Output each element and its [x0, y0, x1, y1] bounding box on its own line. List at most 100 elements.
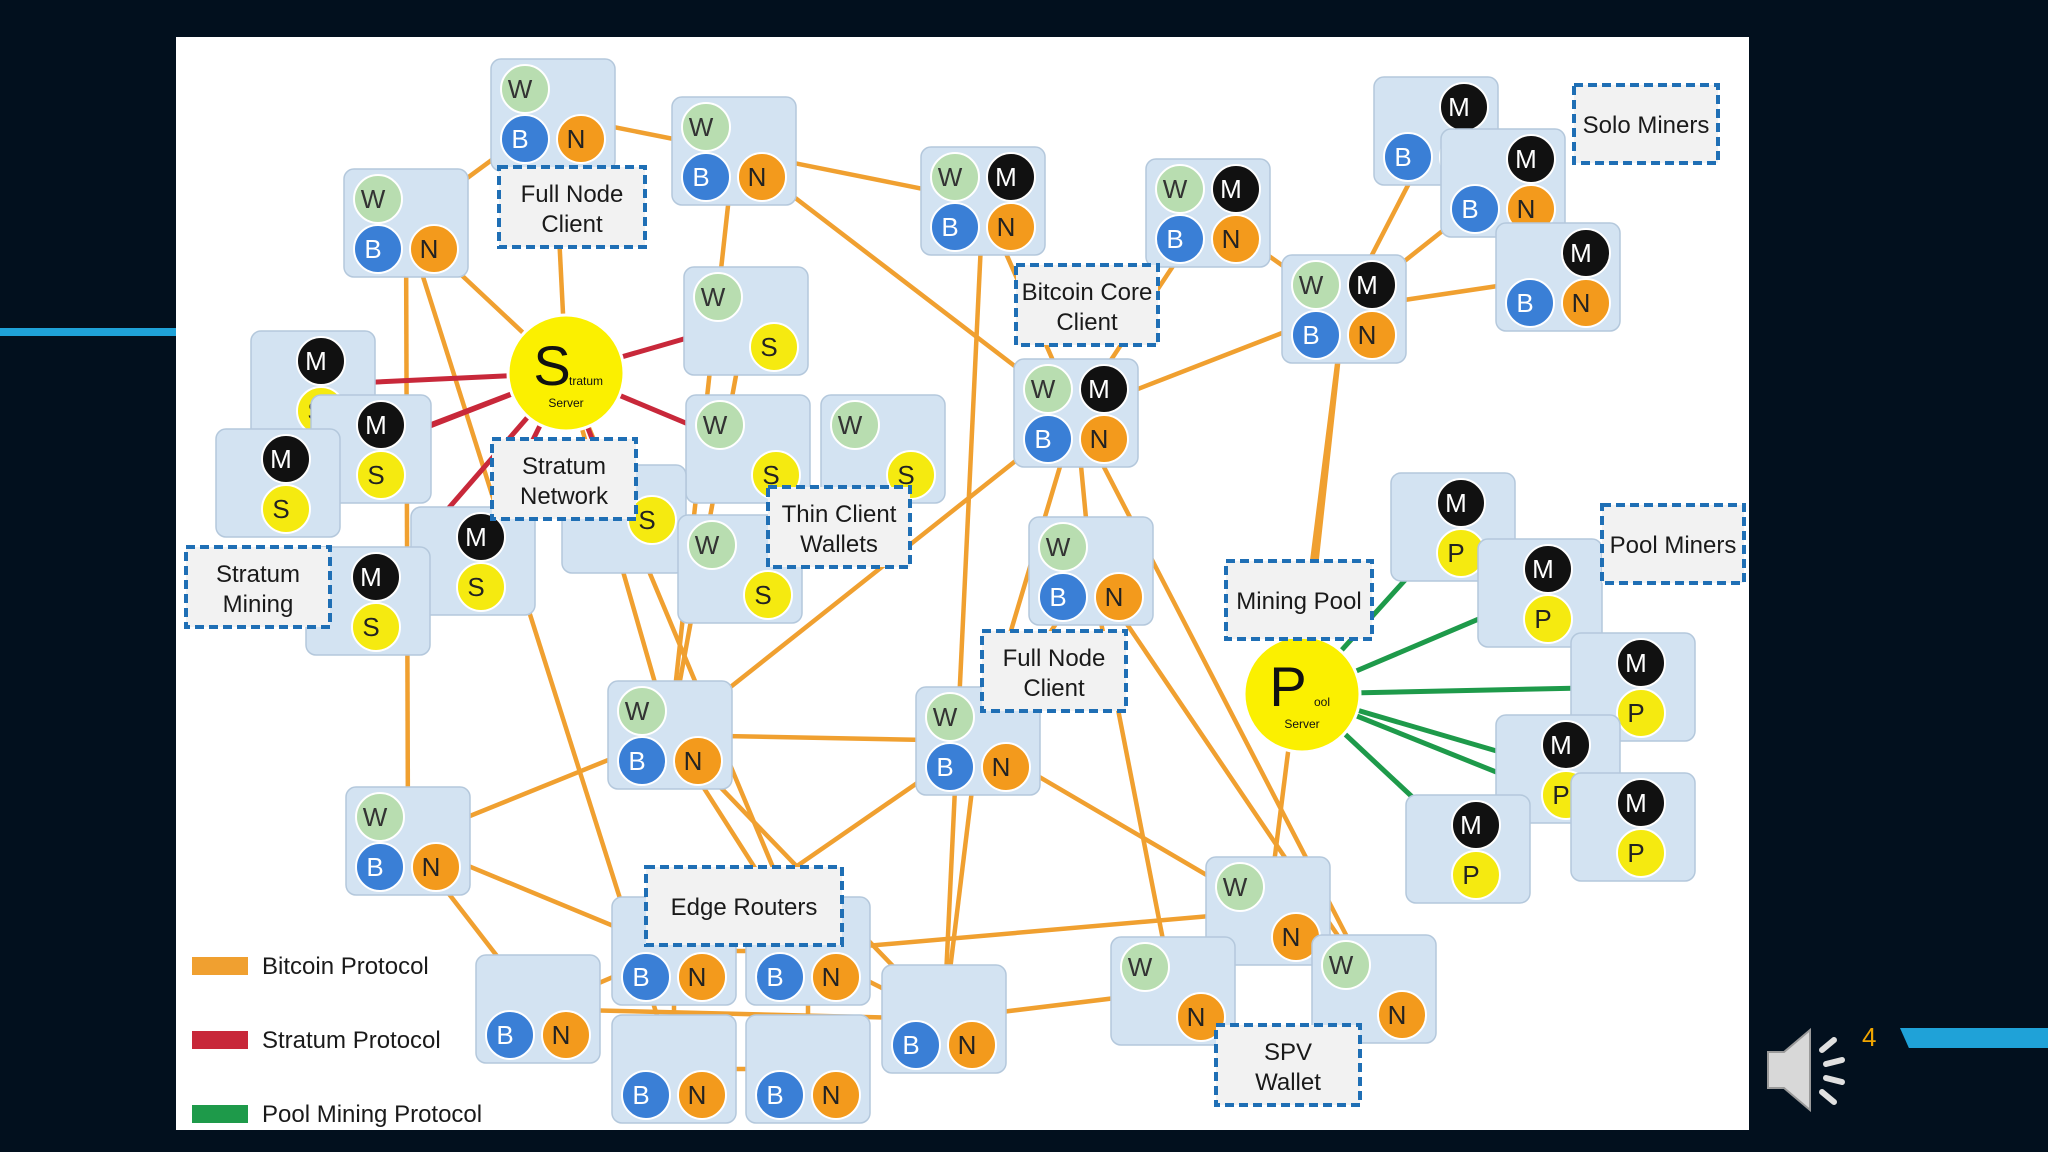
network-node: WS [820, 394, 946, 504]
right-accent-bar [1900, 1028, 2048, 1048]
blockchain-badge [755, 952, 805, 1002]
wallet-badge-letter: W [703, 410, 728, 440]
pool-badge-letter: P [1534, 604, 1551, 634]
speaker-icon[interactable] [1764, 1020, 1874, 1120]
blockchain-badge [500, 114, 550, 164]
miner-badge [1561, 228, 1611, 278]
wallet-badge [925, 692, 975, 742]
blockchain-badge-letter: B [511, 124, 528, 154]
pool-badge-letter: P [1627, 698, 1644, 728]
wallet-badge-letter: W [1128, 952, 1153, 982]
network-badge [411, 842, 461, 892]
label-edge-routers: Edge Routers [644, 865, 844, 947]
stratum-badge-letter: S [754, 580, 771, 610]
miner-badge [1451, 800, 1501, 850]
stratum-badge [351, 602, 401, 652]
wallet-badge [693, 272, 743, 322]
label-box [497, 165, 647, 249]
label-text: Mining Pool [1236, 588, 1361, 615]
network-badge-letter: N [997, 212, 1016, 242]
legend-label-stratum: Stratum Protocol [262, 1027, 441, 1054]
miner-badge [1211, 164, 1261, 214]
wallet-badge [355, 792, 405, 842]
label-text: Stratum [522, 453, 606, 480]
legend-label-pool: Pool Mining Protocol [262, 1101, 482, 1128]
network-node: MS [305, 546, 431, 656]
blockchain-badge-letter: B [766, 1080, 783, 1110]
network-badge-letter: N [420, 234, 439, 264]
network-badge [1561, 278, 1611, 328]
nodes: WBNWBNWBNWMBNWMBNMBNMBNMBNWMBNWSWMBNMSMS… [215, 58, 1696, 1124]
stratum-server-letter: S [533, 334, 570, 397]
wallet-badge [617, 686, 667, 736]
bitcoin-protocol-link [941, 200, 986, 1020]
network-node: WN [1110, 936, 1236, 1046]
label-solo-miners: Solo Miners [1572, 83, 1720, 165]
wallet-badge-letter: W [625, 696, 650, 726]
miner-badge-letter: M [465, 522, 487, 552]
network-badge [986, 202, 1036, 252]
network-badge-letter: N [1358, 320, 1377, 350]
stratum-badge-letter: S [762, 460, 779, 490]
stratum-badge [743, 570, 793, 620]
wallet-badge-letter: W [838, 410, 863, 440]
blockchain-badge-letter: B [364, 234, 381, 264]
wallet-badge [1291, 260, 1341, 310]
blockchain-badge-letter: B [1166, 224, 1183, 254]
pool-badge [1523, 594, 1573, 644]
blockchain-badge [621, 1070, 671, 1120]
network-node: MS [310, 394, 432, 504]
wallet-badge [830, 400, 880, 450]
network-badge-letter: N [552, 1020, 571, 1050]
network-badge-letter: N [688, 1080, 707, 1110]
wallet-badge [500, 64, 550, 114]
bitcoin-protocol-link [668, 411, 1078, 737]
blockchain-badge [1038, 572, 1088, 622]
pool-badge-letter: P [1627, 838, 1644, 868]
network-badge-letter: N [1105, 582, 1124, 612]
network-badge [677, 952, 727, 1002]
network-badge-letter: N [688, 962, 707, 992]
label-text: Edge Routers [671, 894, 818, 921]
blockchain-badge-letter: B [936, 752, 953, 782]
miner-badge [1616, 638, 1666, 688]
network-node: MP [1570, 772, 1696, 882]
blockchain-badge [1023, 414, 1073, 464]
miner-badge-letter: M [365, 410, 387, 440]
wallet-badge-letter: W [938, 162, 963, 192]
label-box [490, 437, 638, 521]
label-box [644, 865, 844, 947]
miner-badge [296, 336, 346, 386]
miner-badge [1541, 720, 1591, 770]
label-box [1214, 1023, 1362, 1107]
left-accent-bar [0, 328, 176, 336]
miner-badge-letter: M [1445, 488, 1467, 518]
network-node: MP [1570, 632, 1696, 742]
miner-badge [351, 552, 401, 602]
legend-swatch-pool [192, 1105, 248, 1123]
blockchain-badge-letter: B [941, 212, 958, 242]
network-badge-letter: N [422, 852, 441, 882]
legend-label-bitcoin: Bitcoin Protocol [262, 953, 429, 980]
blockchain-badge-letter: B [692, 162, 709, 192]
label-box [980, 629, 1128, 713]
blockchain-badge-letter: B [496, 1020, 513, 1050]
miner-badge [1436, 478, 1486, 528]
network-badge [1176, 992, 1226, 1042]
miner-badge [456, 512, 506, 562]
blockchain-badge [1505, 278, 1555, 328]
miner-badge-letter: M [270, 444, 292, 474]
bitcoin-protocol-link [807, 908, 1269, 954]
label-text: Client [1023, 675, 1085, 702]
network-badge-letter: N [1517, 194, 1536, 224]
blockchain-badge [930, 202, 980, 252]
